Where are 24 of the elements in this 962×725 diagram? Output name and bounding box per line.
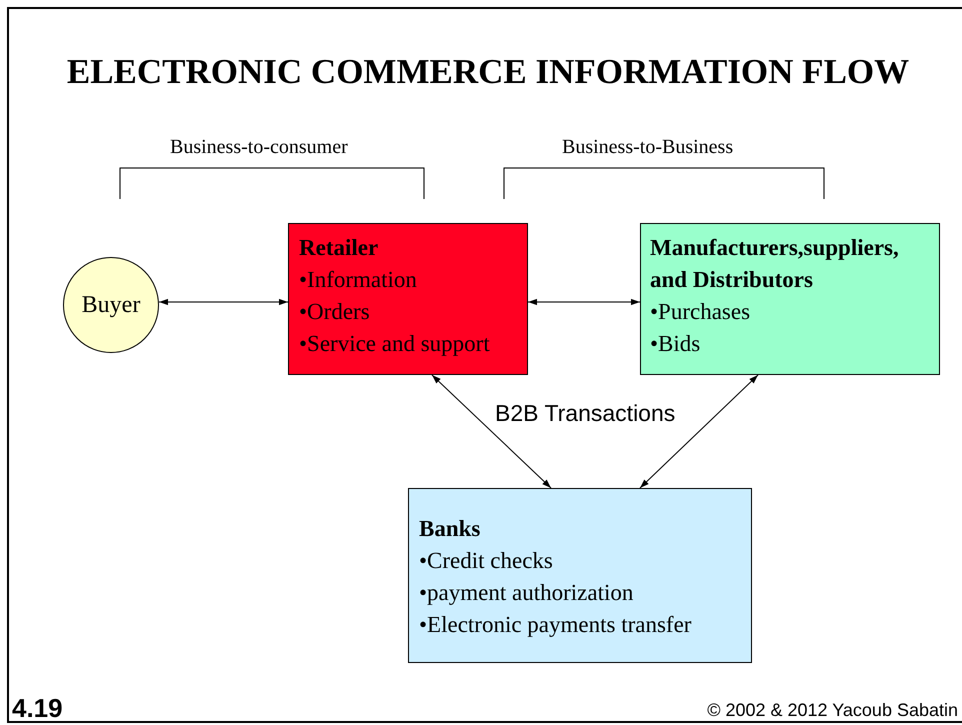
copyright-note: © 2002 & 2012 Yacoub Sabatin: [707, 700, 958, 721]
slide-number: 4.19: [12, 693, 63, 724]
bullet-item: •Bids: [650, 330, 702, 358]
section-label: Business-to-consumer: [170, 136, 348, 159]
node-label: Buyer: [82, 291, 140, 320]
bullet-item: •Information: [299, 266, 418, 294]
arrow: [640, 374, 758, 488]
node-heading: Manufacturers,suppliers, and Distributors: [650, 234, 900, 294]
bullet-item: •Service and support: [299, 330, 491, 358]
bullet-item: •Electronic payments transfer: [419, 611, 692, 639]
bullet-item: •Orders: [299, 298, 371, 326]
bullet-item: •Credit checks: [419, 547, 554, 575]
supplier-box: [640, 223, 940, 375]
bullet-item: •Purchases: [650, 298, 752, 326]
title: ELECTRONIC COMMERCE INFORMATION FLOW: [66, 52, 910, 92]
arrow: [158, 298, 288, 306]
arrow: [432, 374, 552, 488]
node-heading: Banks: [419, 515, 482, 543]
section-label: Business-to-Business: [562, 136, 734, 159]
arrow: [528, 298, 640, 306]
retailer-box: [288, 223, 528, 375]
bank-box: [408, 488, 752, 663]
node-heading: Retailer: [299, 234, 380, 262]
bullet-item: •payment authorization: [419, 579, 634, 607]
